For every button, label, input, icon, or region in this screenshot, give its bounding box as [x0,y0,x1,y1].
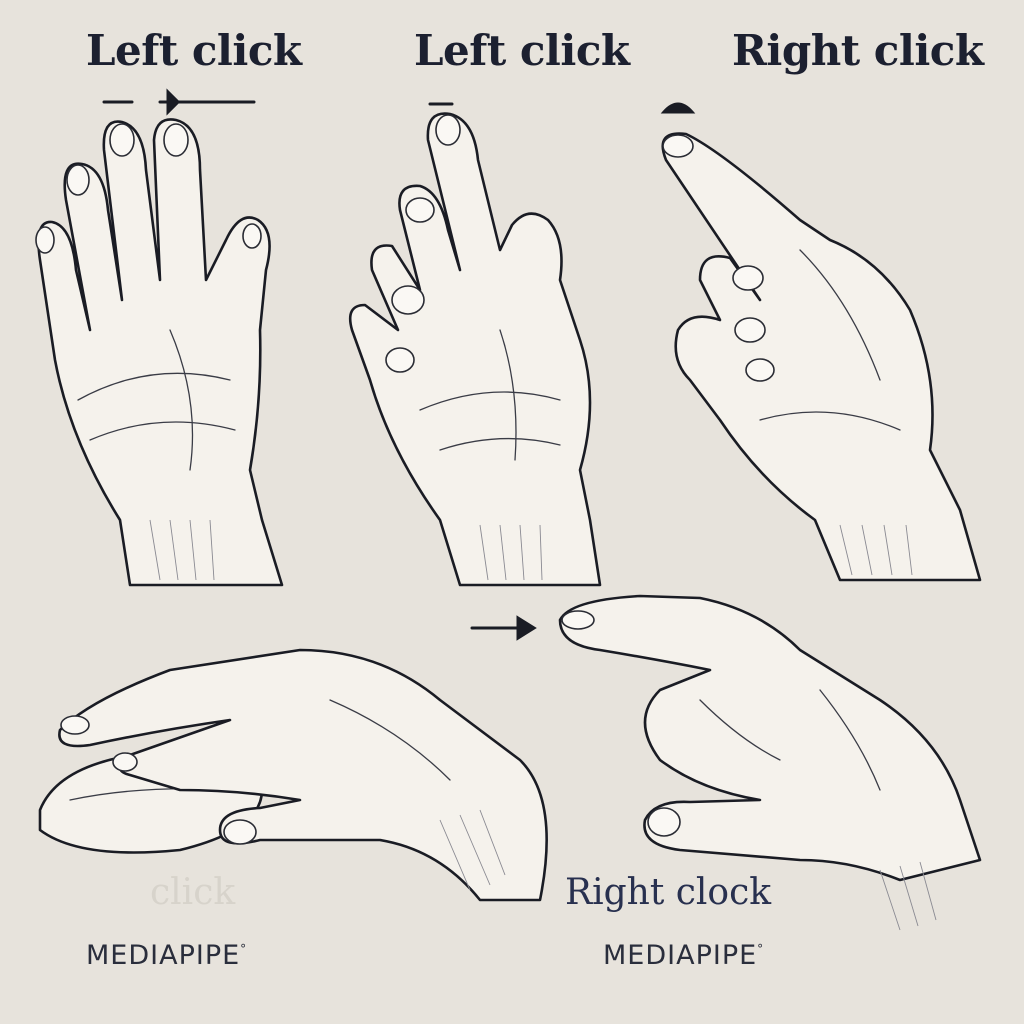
right-click-label: Right click [732,26,984,75]
right-clock-caption: Right clock [565,872,772,913]
hand-index-pointing-illustration [660,102,982,582]
arrow-head-icon [166,88,181,116]
hand-on-mouse-illustration [38,648,548,902]
hand-pinch-gesture-illustration [470,594,982,931]
brand-logo-left: MEDIAPIPE° [86,940,247,971]
hand-index-raised-illustration [348,102,602,587]
brand-name: MEDIAPIPE [86,940,241,971]
tick-marker [660,102,696,114]
arrow-right-icon [516,615,537,641]
brand-name: MEDIAPIPE [603,940,758,971]
faded-click-caption: click [150,872,236,913]
brand-logo-right: MEDIAPIPE° [603,940,764,971]
brand-mark: ° [240,942,248,956]
brand-mark: ° [757,942,765,956]
left-click-label-2: Left click [414,26,630,75]
hand-open-palm-illustration [35,88,284,587]
left-click-label-1: Left click [86,26,302,75]
